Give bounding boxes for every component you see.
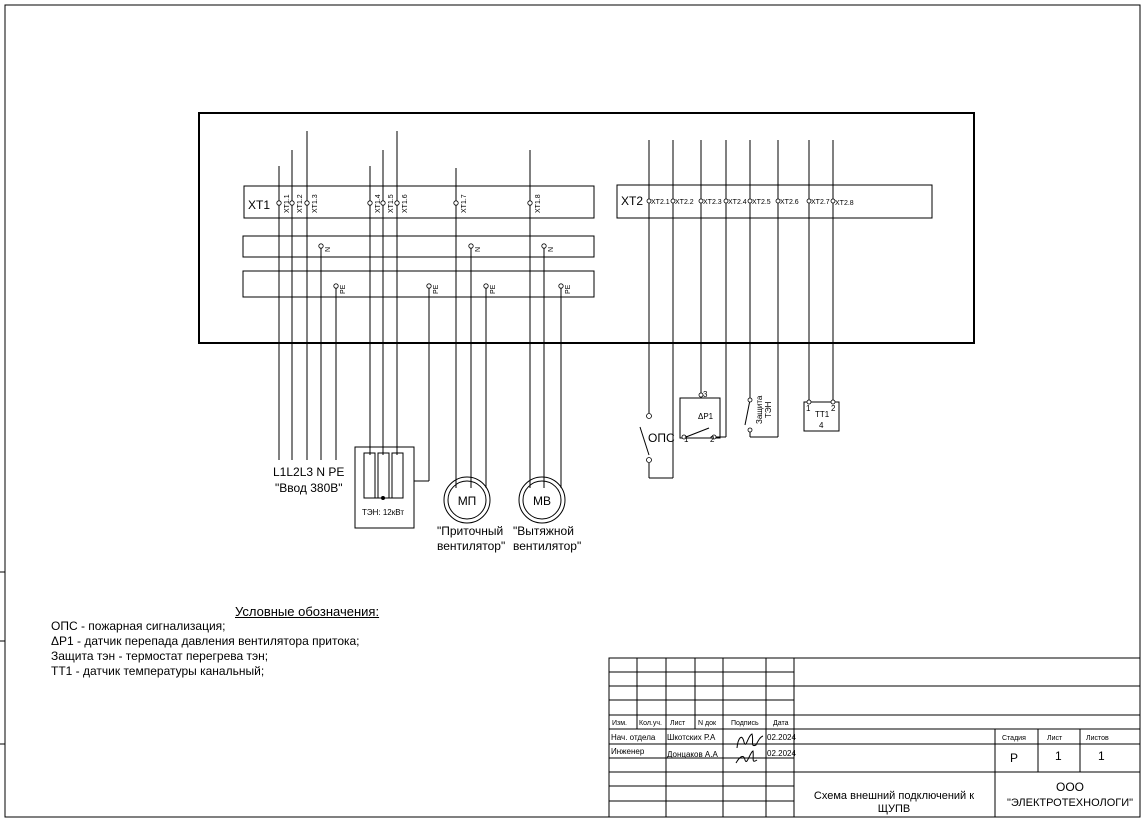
tt1-label: ТТ1	[815, 410, 830, 419]
exhaust-fan-caption: вентилятор"	[513, 539, 581, 553]
dp1-label: ΔР1	[698, 412, 714, 421]
legend-item: ОПС - пожарная сигнализация;	[51, 619, 226, 633]
input-lines-label: L1L2L3 N PE	[273, 465, 344, 479]
tb-name: Шкотских Р.А	[667, 733, 716, 742]
xt1-terminal-strip	[243, 185, 595, 219]
xt2-pin-5: XT2.5	[752, 199, 771, 206]
tb-header: N док	[698, 720, 717, 727]
xt1-pin-7: XT1.7	[461, 194, 468, 213]
doc-title: ЩУПВ	[878, 803, 911, 815]
xt2-pin-3: XT2.3	[703, 199, 722, 206]
xt1-pin-8: XT1.8	[535, 194, 542, 213]
supply-fan-caption: вентилятор"	[437, 539, 505, 553]
tb-sheets: 1	[1098, 749, 1105, 763]
n-bus	[242, 235, 595, 258]
exhaust-fan-motor	[518, 476, 566, 524]
heater-protect-label: ТЭН	[764, 401, 773, 418]
tt1-pin-2: 2	[831, 404, 836, 413]
xt1-pin-3: XT1.3	[312, 194, 319, 213]
n-terminal-label: N	[548, 247, 555, 252]
tb-header: Подпись	[731, 720, 759, 727]
xt2-pin-6: XT2.6	[780, 199, 799, 206]
dp1-pin-3: 3	[703, 390, 708, 399]
signature	[735, 733, 764, 764]
tb-role: Инженер	[611, 747, 645, 756]
xt1-pin-6: XT1.6	[402, 194, 409, 213]
legend-item: ΔР1 - датчик перепада давления вентилято…	[51, 634, 360, 648]
dp1-sensor	[679, 397, 721, 439]
dp1-pin-1: 1	[684, 435, 689, 444]
supply-fan-symbol: МП	[458, 494, 477, 508]
n-terminal-label: N	[475, 247, 482, 252]
xt2-pin-4: XT2.4	[728, 199, 747, 206]
tt1-pin-1: 1	[806, 404, 811, 413]
legend-item: ТТ1 - датчик температуры канальный;	[51, 664, 265, 678]
xt1-pin-1: XT1.1	[284, 194, 291, 213]
tb-header: Дата	[773, 720, 789, 727]
pe-terminal-label: PE	[433, 284, 440, 294]
xt1-pin-5: XT1.5	[388, 194, 395, 213]
tt1-sensor	[803, 401, 840, 432]
supply-fan-caption: "Приточный	[437, 524, 503, 538]
title-block	[608, 657, 1141, 818]
tt1-pin-4: 4	[819, 421, 824, 430]
tb-header: Изм.	[612, 720, 627, 727]
heater-protect-label: Защита	[755, 395, 764, 424]
pe-terminal-label: PE	[565, 284, 572, 294]
company-name: ООО	[1056, 780, 1084, 794]
xt2-pin-8: XT2.8	[835, 200, 854, 207]
n-terminal-label: N	[325, 247, 332, 252]
sheet-frame	[4, 4, 1141, 818]
pe-terminal-label: PE	[490, 284, 497, 294]
exhaust-fan-symbol: МВ	[533, 494, 551, 508]
xt2-pin-2: XT2.2	[675, 199, 694, 206]
doc-title: Схема внешний подключений к	[814, 790, 974, 802]
tb-sheet-header: Лист	[1047, 735, 1063, 742]
tb-role: Нач. отдела	[611, 733, 656, 742]
ops-label: ОПС	[648, 431, 675, 445]
xt2-terminal-strip	[616, 184, 933, 219]
tb-header: Кол.уч.	[639, 720, 662, 727]
xt1-label: XT1	[248, 198, 270, 212]
tb-header: Лист	[670, 720, 686, 727]
supply-fan-motor	[443, 476, 491, 524]
tb-stage-header: Стадия	[1002, 735, 1026, 742]
tb-date: 02.2024	[767, 733, 796, 742]
xt2-label: XT2	[621, 194, 643, 208]
pe-terminal-label: PE	[340, 284, 347, 294]
legend-title: Условные обозначения:	[235, 604, 380, 619]
xt1-pin-2: XT1.2	[297, 194, 304, 213]
exhaust-fan-caption: "Вытяжной	[513, 524, 574, 538]
legend: Условные обозначения: ОПС - пожарная сиг…	[51, 604, 379, 679]
cabinet-outline	[198, 112, 975, 344]
legend-item: Защита тэн - термостат перегрева тэн;	[51, 649, 269, 663]
xt1-pin-4: XT1.4	[375, 194, 382, 213]
input-caption: "Ввод 380В"	[275, 481, 343, 495]
dp1-pin-2: 2	[710, 435, 715, 444]
pe-bus	[242, 270, 595, 298]
tb-name: Донцаков А.А	[667, 750, 718, 759]
tb-sheets-header: Листов	[1086, 735, 1109, 742]
xt2-pin-1: XT2.1	[651, 199, 670, 206]
tb-date: 02.2024	[767, 749, 796, 758]
heater-box	[354, 446, 415, 529]
tb-stage: Р	[1010, 751, 1018, 765]
heater-label: ТЭН: 12кВт	[362, 508, 404, 517]
xt2-pin-7: XT2.7	[811, 199, 830, 206]
company-name: "ЭЛЕКТРОТЕХНОЛОГИ"	[1007, 797, 1133, 809]
tb-sheet: 1	[1055, 749, 1062, 763]
